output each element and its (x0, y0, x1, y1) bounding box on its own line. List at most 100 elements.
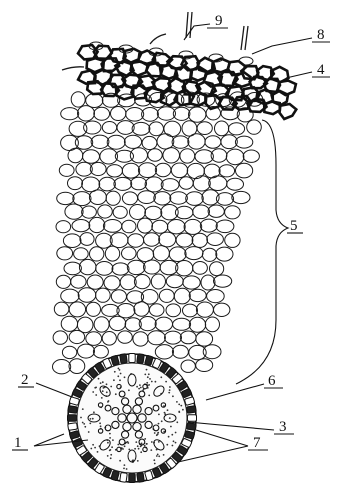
stipple-dot (137, 460, 139, 462)
cortex-cell (91, 135, 109, 148)
stipple-dot (97, 451, 99, 453)
root-hair (62, 67, 84, 70)
cortex-cell (104, 276, 120, 290)
label-4: 4 (317, 62, 325, 78)
cortex-cell (202, 248, 216, 261)
stipple-dot (144, 438, 146, 440)
stipple-dot (158, 423, 160, 425)
label-1: 1 (14, 435, 22, 451)
cortex-cell (133, 332, 148, 346)
cortex-cell (235, 136, 252, 148)
stipple-dot (144, 445, 146, 447)
cortex-cell (110, 233, 128, 248)
cortex-cell (145, 206, 162, 219)
cortex-cell (84, 121, 101, 134)
cortex-cell (139, 317, 156, 331)
stipple-dot (117, 375, 119, 377)
cortex-cell (153, 246, 169, 261)
stipple-dot (171, 434, 173, 436)
root-hair (186, 12, 192, 38)
stipple-dot (93, 411, 95, 413)
stipple-dot (119, 369, 121, 371)
cortex-cell (189, 317, 205, 332)
stipple-dot (102, 390, 104, 392)
stipple-dot (115, 393, 117, 395)
cortex-cell (228, 123, 244, 135)
cortex-cell (210, 262, 224, 276)
cortex-cell (163, 148, 180, 163)
cortex-cell (107, 165, 123, 177)
cortex-cell (207, 290, 225, 303)
cortex-cell (68, 148, 83, 163)
cortex-cell (122, 247, 137, 260)
cortex-cell (196, 359, 213, 372)
cortex-cell (205, 136, 221, 149)
stipple-dot (128, 389, 130, 391)
cortex-cell (73, 192, 91, 206)
stipple-dot (169, 389, 171, 391)
cortex-cell (82, 206, 97, 218)
stipple-dot (146, 369, 148, 371)
cortex-cell (63, 234, 81, 248)
cortex-cell (193, 176, 210, 191)
cortex-cell (155, 163, 171, 176)
cortex-cell (71, 92, 85, 107)
cortex-cell (90, 247, 104, 261)
label-5: 5 (290, 218, 298, 234)
cortex-cell (56, 221, 71, 233)
stipple-dot (157, 454, 159, 456)
stipple-dot (109, 433, 111, 435)
cortex-cell (94, 107, 110, 120)
cortex-cell (89, 217, 105, 232)
stipple-dot (117, 444, 119, 446)
cortex-cell (149, 122, 164, 136)
cortex-cell (114, 177, 132, 190)
cortex-cell (216, 220, 234, 233)
cortex-cell (207, 233, 224, 246)
leader-4 (286, 72, 312, 78)
cortex-cell (106, 191, 120, 205)
cortex-cell (172, 345, 188, 358)
stipple-dot (168, 392, 170, 394)
cortex-cell (165, 331, 182, 344)
cortex-cell (86, 332, 102, 346)
endodermis-cell (186, 406, 196, 414)
cortex-cell (188, 134, 205, 149)
leader-8 (252, 38, 312, 54)
stipple-dot (82, 422, 84, 424)
stipple-dot (146, 443, 148, 445)
cortex-cell (142, 136, 157, 149)
cortex-cell (122, 192, 137, 205)
stipple-dot (120, 373, 122, 375)
cortex-cell (209, 176, 227, 191)
stipple-dot (94, 387, 96, 389)
stipple-dot (147, 376, 149, 378)
label-6: 6 (268, 373, 276, 389)
endodermis-cell (120, 472, 128, 482)
cortex-cell (69, 330, 85, 343)
endodermis-cell (137, 354, 145, 364)
cortex-cell (111, 290, 126, 303)
stipple-dot (108, 400, 110, 402)
stipple-dot (118, 368, 120, 370)
stipple-dot (138, 448, 140, 450)
cortex-cell (148, 331, 166, 345)
stipple-dot (172, 445, 174, 447)
cortex-cell (64, 262, 81, 275)
stipple-dot (154, 463, 156, 465)
cortex-cell (157, 107, 175, 120)
stipple-dot (134, 448, 136, 450)
cortex-cell (138, 191, 156, 204)
cortex-cell (243, 150, 259, 162)
stipple-dot (178, 404, 180, 406)
cortex-cell (225, 206, 241, 219)
cortex-cell (170, 192, 188, 204)
cortex-cell (69, 302, 85, 317)
stipple-dot (122, 448, 124, 450)
stipple-dot (139, 384, 141, 386)
stipple-dot (175, 442, 177, 444)
cortex-cell (172, 136, 189, 148)
cortex-cell (72, 220, 90, 232)
cortex-cell (144, 233, 160, 246)
stipple-dot (89, 423, 91, 425)
